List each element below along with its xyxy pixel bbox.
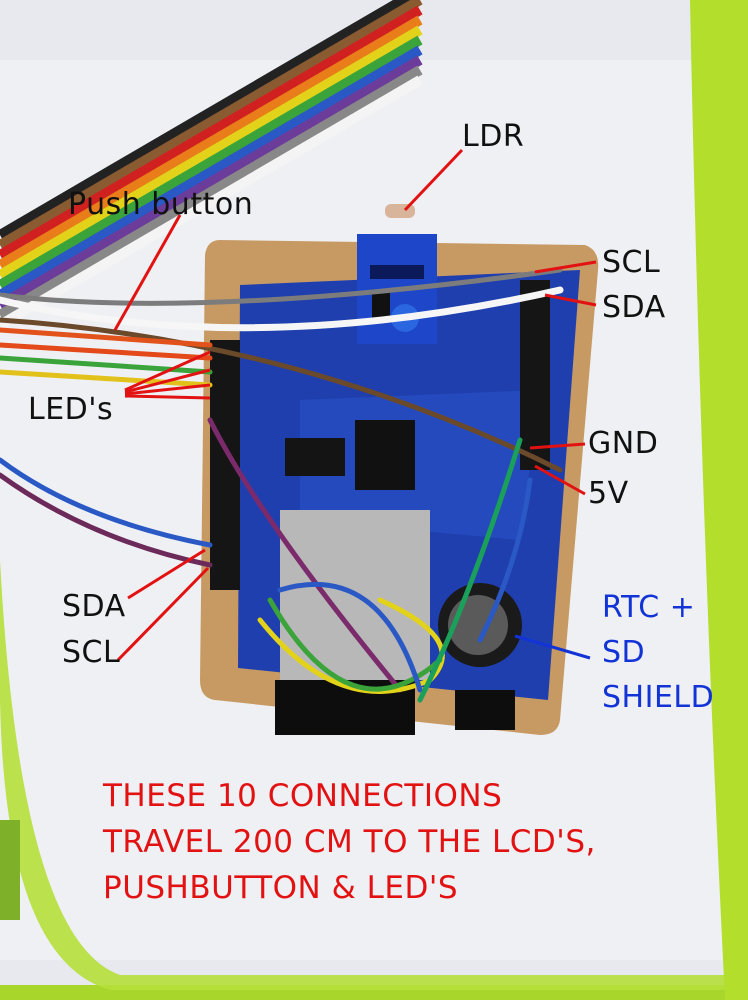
led-pointer-2 — [124, 368, 211, 394]
caption-line2: TRAVEL 200 CM TO THE LCD'S, — [103, 824, 596, 860]
rtc-label-line2: SD — [602, 635, 646, 670]
gnd-label: GND — [588, 426, 659, 461]
scl-top-pointer — [534, 260, 597, 274]
five-v-label: 5V — [588, 476, 629, 511]
caption-line3: PUSHBUTTON & LED'S — [103, 870, 459, 906]
led-pointer-4 — [124, 394, 211, 400]
ldr-label: LDR — [462, 119, 525, 154]
black-connector — [355, 420, 415, 490]
scl-left-label: SCL — [62, 635, 121, 670]
sda-left-label: SDA — [62, 589, 126, 624]
ldr-pointer — [403, 148, 464, 212]
led-pointer-1 — [124, 350, 211, 392]
push-button-pointer — [113, 214, 182, 331]
scl-left-pointer — [116, 566, 210, 662]
led-pointer-3 — [124, 383, 211, 396]
rtc-label-line1: RTC + — [602, 590, 696, 625]
leds-label: LED's — [28, 392, 114, 427]
sda-top-label: SDA — [602, 290, 666, 325]
push-button-label: Push button — [68, 187, 254, 222]
caption-line1: THESE 10 CONNECTIONS — [103, 778, 503, 814]
annotation-lines — [113, 148, 597, 662]
five-v-pointer — [534, 464, 586, 496]
rtc-label-line3: SHIELD — [602, 680, 715, 715]
sda-top-pointer — [544, 293, 597, 307]
scl-top-label: SCL — [602, 245, 661, 280]
gnd-pointer — [529, 442, 586, 450]
sda-left-pointer — [127, 548, 206, 600]
rtc-pointer — [514, 634, 591, 660]
ribbon-cable — [0, 0, 423, 330]
